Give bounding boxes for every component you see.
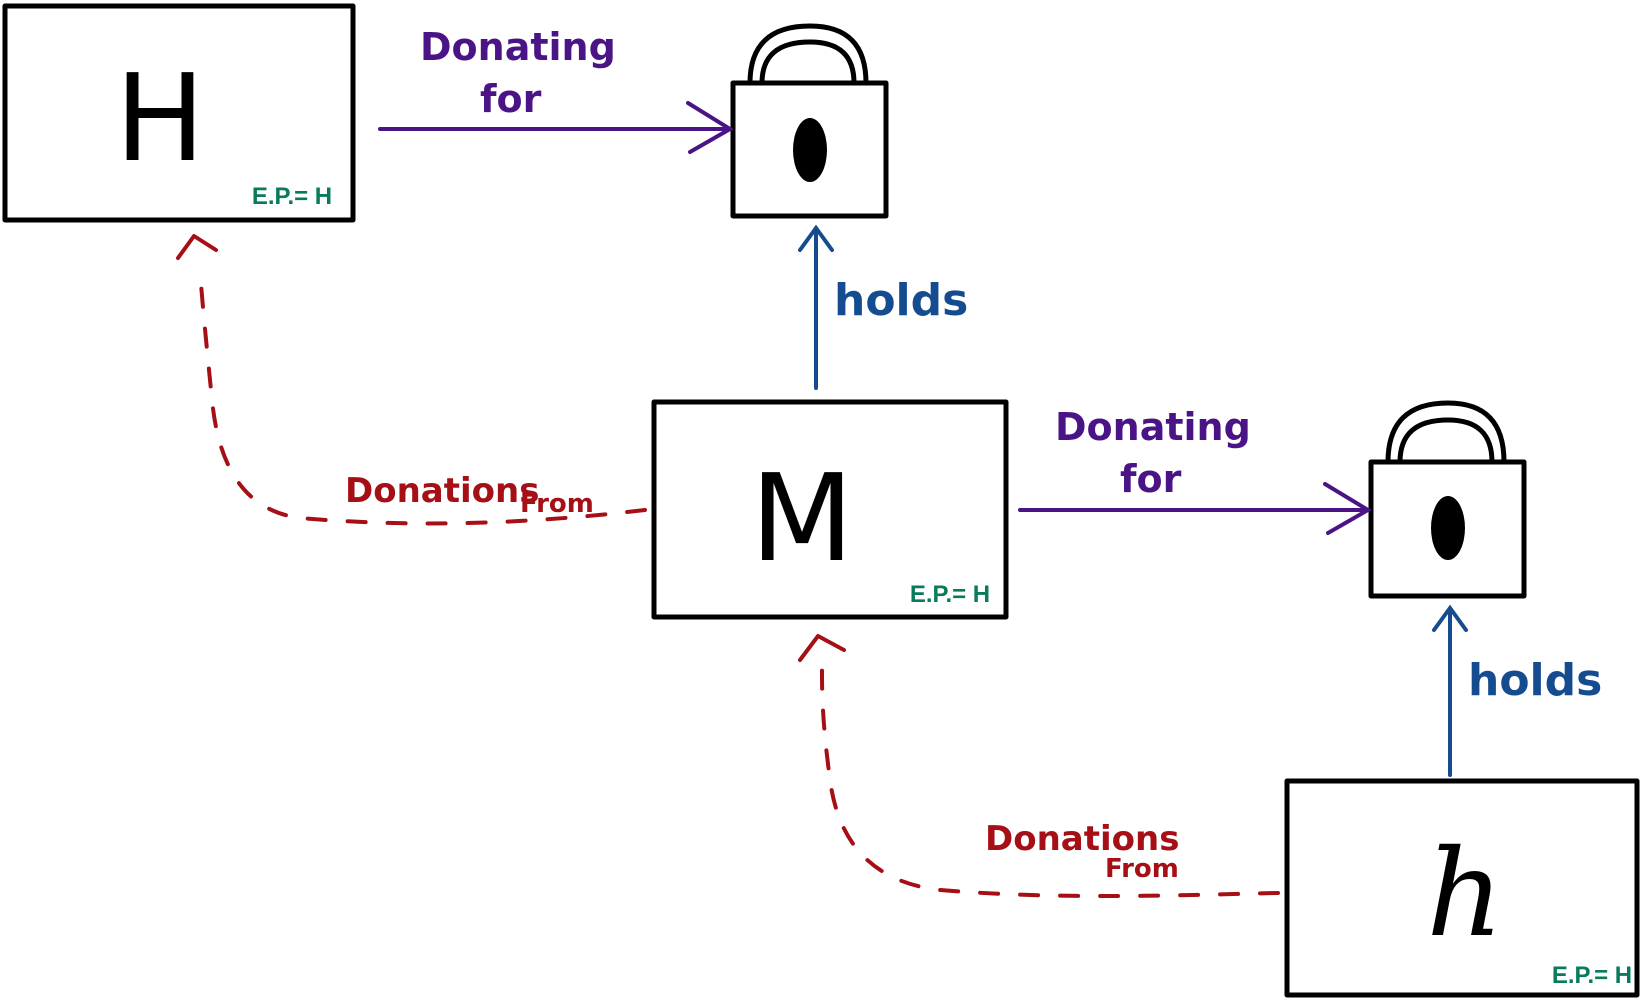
donations-label-2: Donations bbox=[985, 819, 1179, 859]
donations-from-arrow-1: Donations From bbox=[176, 234, 647, 526]
donating-label-1-line2: for bbox=[480, 77, 542, 121]
lock-icon bbox=[1368, 400, 1527, 599]
node-h-box bbox=[2, 3, 356, 223]
node-l-label: h bbox=[1426, 825, 1503, 964]
node-h-ep: E.P.= H bbox=[252, 183, 332, 210]
donating-arrow-2: Donating for bbox=[1018, 405, 1372, 535]
node-m-ep: E.P.= H bbox=[910, 581, 990, 608]
donating-label-2-line1: Donating bbox=[1055, 405, 1251, 449]
node-h: H E.P.= H bbox=[2, 3, 356, 223]
node-m-box bbox=[651, 399, 1009, 620]
node-m: M E.P.= H bbox=[651, 399, 1009, 620]
holds-label-1: holds bbox=[834, 275, 968, 326]
holds-arrow-1: holds bbox=[798, 224, 968, 390]
node-m-label: M bbox=[750, 450, 854, 589]
donations-label-1: Donations bbox=[345, 471, 539, 511]
node-l: h E.P.= H bbox=[1284, 778, 1640, 998]
lock-icon bbox=[730, 23, 889, 219]
donations-from-arrow-2: Donations From bbox=[798, 634, 1280, 899]
node-l-ep: E.P.= H bbox=[1552, 962, 1632, 989]
node-h-label: H bbox=[115, 50, 205, 189]
from-label-1: From bbox=[520, 489, 594, 519]
from-label-2: From bbox=[1105, 854, 1179, 884]
holds-label-2: holds bbox=[1468, 655, 1602, 706]
donating-label-1-line1: Donating bbox=[420, 25, 616, 69]
holds-arrow-2: holds bbox=[1432, 604, 1602, 777]
node-l-box bbox=[1284, 778, 1640, 998]
donating-label-2-line2: for bbox=[1120, 457, 1182, 501]
donating-arrow-1: Donating for bbox=[378, 25, 734, 154]
